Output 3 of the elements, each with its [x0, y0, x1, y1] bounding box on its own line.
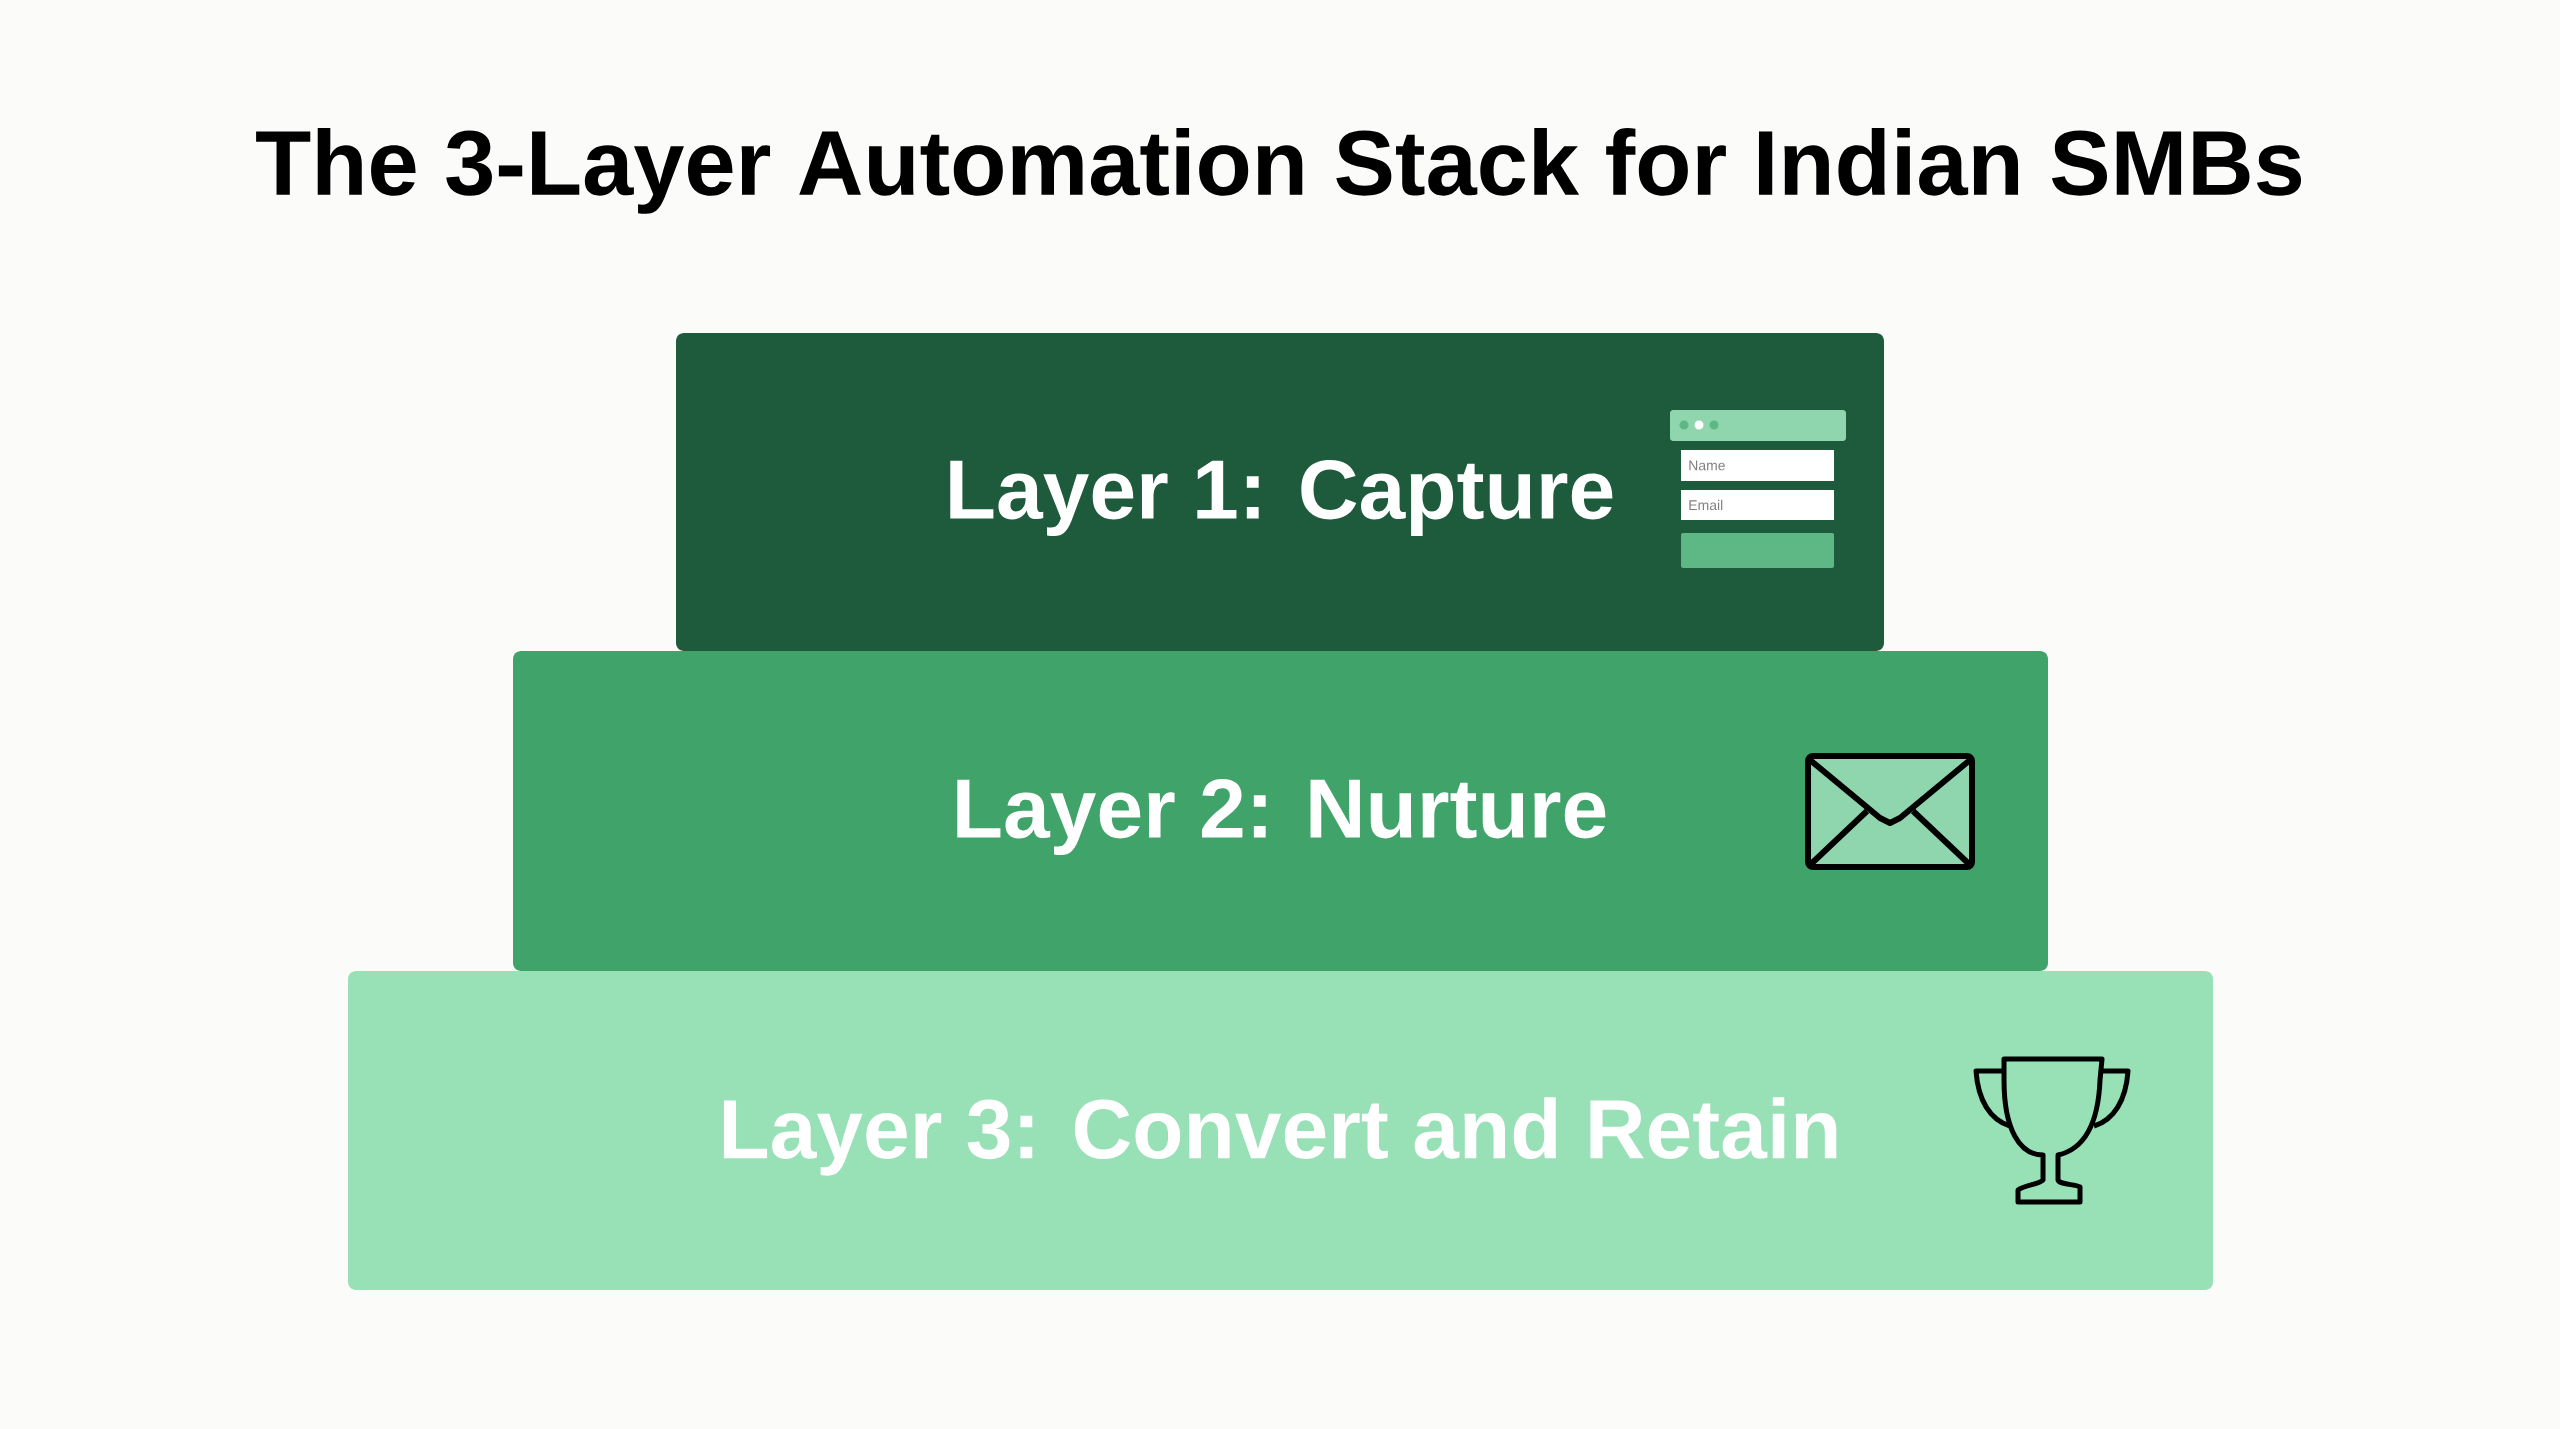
- layer-band: Layer 2: Nurture: [513, 651, 2048, 971]
- layer-band: Layer 3: Convert and Retain: [348, 971, 2213, 1290]
- title: The 3-Layer Automation Stack for Indian SMBs: [256, 128, 2302, 214]
